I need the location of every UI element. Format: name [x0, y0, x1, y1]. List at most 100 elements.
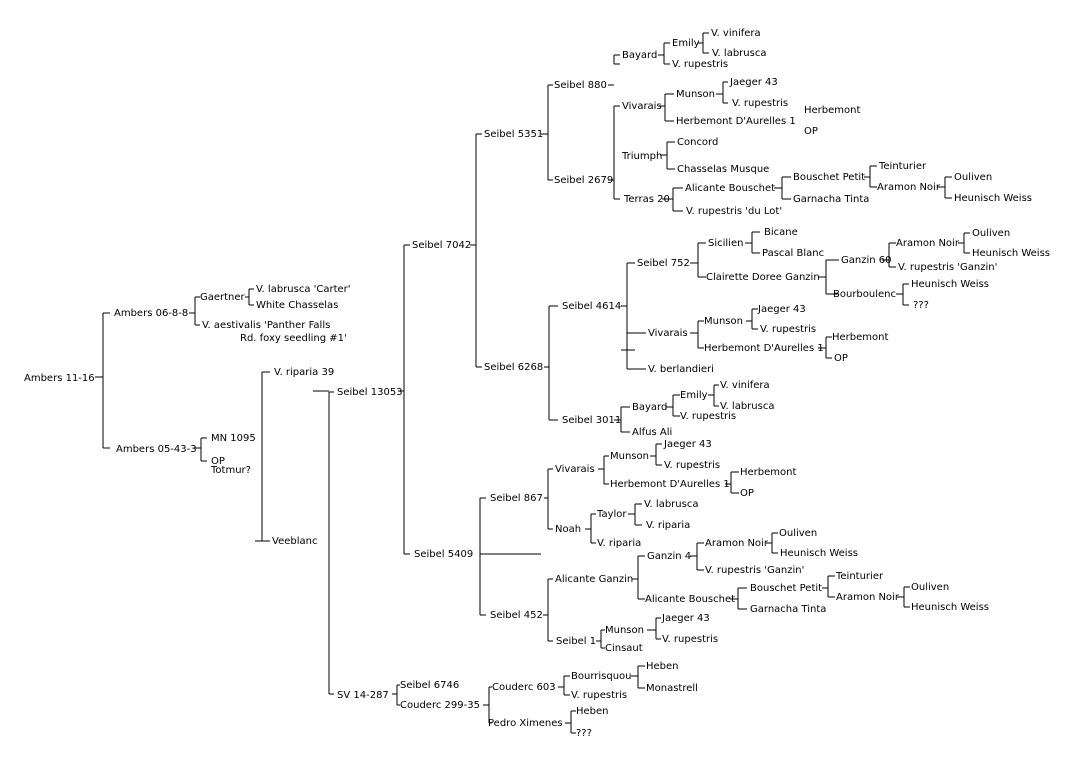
pedigree-connector — [745, 231, 760, 254]
node-heunisch-a: Heunisch Weiss — [954, 193, 1032, 204]
pedigree-connector — [746, 308, 758, 330]
node-couderc-603: Couderc 603 — [492, 682, 556, 693]
pedigree-connector — [882, 242, 896, 268]
node-couderc-299-35: Couderc 299-35 — [400, 700, 480, 711]
node-munson-c: Munson — [610, 451, 649, 462]
pedigree-connector — [543, 578, 553, 642]
node-v-rupestris-dulot: V. rupestris 'du Lot' — [686, 206, 782, 217]
node-ouliven-c: Ouliven — [779, 528, 817, 539]
node-bouschet-petit-b: Bouschet Petit — [750, 583, 822, 594]
node-v-rupestris-g: V. rupestris — [571, 690, 627, 701]
node-seibel-4614: Seibel 4614 — [562, 301, 621, 312]
pedigree-connector — [647, 617, 661, 640]
pedigree-connector — [766, 532, 778, 554]
node-op-b: OP — [834, 353, 848, 364]
node-v-riparia-a: V. riparia — [646, 520, 690, 531]
node-v-riparia-b: V. riparia — [597, 538, 641, 549]
pedigree-connector — [658, 42, 670, 65]
node-vivarais-a: Vivarais — [622, 101, 662, 112]
node-v-rupestris-d: V. rupestris — [680, 411, 736, 422]
node-herbemont-da-a: Herbemont D'Aurelles 1 — [676, 116, 796, 127]
node-qqq-a: ??? — [913, 300, 929, 311]
node-terras-20: Terras 20 — [623, 194, 670, 205]
pedigree-connector — [565, 710, 576, 734]
pedigree-connector — [189, 296, 200, 326]
node-heben-a: Heben — [646, 661, 679, 672]
node-v-labrusca-carter: V. labrusca 'Carter' — [256, 284, 351, 295]
pedigree-connector — [632, 555, 645, 600]
pedigree-connector — [544, 468, 553, 530]
node-qqq-b: ??? — [576, 728, 592, 739]
pedigree-connector — [822, 575, 835, 598]
node-clairette: Clairette Doree Ganzin — [706, 272, 820, 283]
node-seibel-13053: Seibel 13053 — [337, 387, 403, 398]
node-v-labrusca-a: V. labrusca — [712, 48, 766, 59]
node-aramon-noir-d: Aramon Noir — [836, 592, 900, 603]
pedigree-connector — [818, 259, 839, 295]
pedigree-connector — [544, 305, 558, 421]
pedigree-connector — [708, 384, 719, 407]
pedigree-connector — [245, 288, 254, 306]
pedigree-connector — [659, 93, 674, 122]
node-alicante-ganzin: Alicante Ganzin — [555, 574, 633, 585]
node-concord: Concord — [677, 137, 718, 148]
node-alicante-bouschet-a: Alicante Bouschet — [685, 183, 775, 194]
node-v-rupestris-e: V. rupestris — [664, 460, 720, 471]
node-white-chasselas: White Chasselas — [256, 300, 338, 311]
node-alicante-bouschet-b: Alicante Bouschet — [645, 594, 735, 605]
node-alfus-ali: Alfus Ali — [632, 427, 672, 438]
pedigree-connector — [470, 133, 482, 368]
pedigree-connector — [864, 165, 877, 188]
node-vivarais-b: Vivarais — [648, 328, 688, 339]
node-cinsaut: Cinsaut — [605, 643, 643, 654]
node-herbemont-b: Herbemont — [832, 332, 888, 343]
node-ouliven-a: Ouliven — [954, 172, 992, 183]
node-mn-1095: MN 1095 — [211, 433, 256, 444]
pedigree-connector — [95, 312, 110, 449]
node-ambers-05-43-3: Ambers 05-43-3 — [116, 444, 197, 455]
pedigree-connector — [631, 665, 645, 689]
node-herbemont-c: Herbemont — [740, 467, 796, 478]
pedigree-connector — [313, 390, 334, 695]
node-aramon-noir-b: Aramon Noir — [896, 238, 960, 249]
node-herbemont-a: Herbemont — [804, 105, 860, 116]
pedigree-connector — [958, 232, 970, 254]
node-v-riparia-39: V. riparia 39 — [274, 367, 334, 378]
node-garnacha-b: Garnacha Tinta — [750, 604, 826, 615]
pedigree-connector — [660, 141, 675, 170]
pedigree-connector — [479, 497, 541, 616]
pedigree-connector — [730, 587, 747, 610]
node-ouliven-d: Ouliven — [911, 582, 949, 593]
pedigree-connector — [698, 32, 709, 54]
node-emily-b: Emily — [680, 390, 708, 401]
pedigree-connector — [596, 629, 605, 649]
pedigree-connector — [585, 513, 596, 544]
node-v-labrusca-c: V. labrusca — [644, 499, 698, 510]
node-op-tot: OP — [211, 456, 225, 467]
connector-lines — [95, 32, 970, 734]
node-v-vinifera-a: V. vinifera — [711, 28, 761, 39]
node-op-a: OP — [804, 126, 818, 137]
node-seibel-5351: Seibel 5351 — [484, 129, 543, 140]
node-munson-d: Munson — [605, 625, 644, 636]
node-herbemont-da-b: Herbemont D'Aurelles 1 — [704, 343, 824, 354]
node-totmur: Totmur? — [210, 465, 251, 476]
node-v-aestivalis-panther: V. aestivalis 'Panther Falls — [202, 320, 330, 331]
node-ganzin-4: Ganzin 4 — [647, 551, 691, 562]
node-jaeger-b: Jaeger 43 — [757, 304, 806, 315]
pedigree-connector — [650, 443, 662, 466]
node-v-labrusca-b: V. labrusca — [720, 401, 774, 412]
node-munson-b: Munson — [704, 316, 743, 327]
node-vivarais-c: Vivarais — [555, 464, 595, 475]
pedigree-connector — [666, 394, 680, 417]
node-taylor: Taylor — [596, 509, 627, 520]
node-aramon-noir-a: Aramon Noir — [877, 182, 941, 193]
node-sicilien: Sicilien — [708, 238, 743, 249]
node-seibel-3011: Seibel 3011 — [562, 415, 621, 426]
node-chasselas-musque: Chasselas Musque — [677, 164, 769, 175]
node-gaertner: Gaertner — [200, 292, 246, 303]
node-garnacha-a: Garnacha Tinta — [793, 194, 869, 205]
node-seibel-2679: Seibel 2679 — [554, 175, 613, 186]
